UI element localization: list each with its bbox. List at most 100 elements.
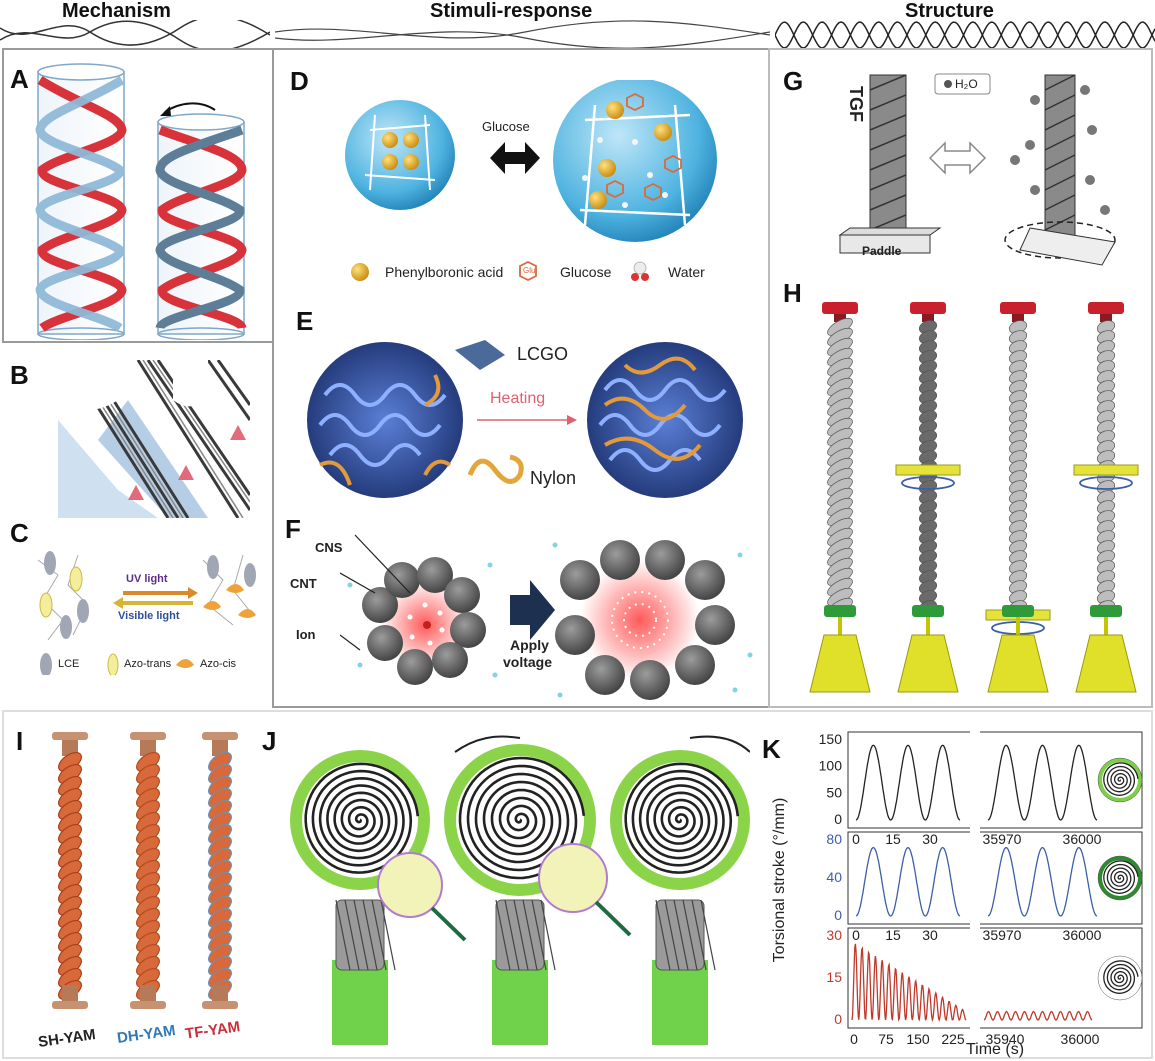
rotation-indicator: [901, 476, 955, 490]
cnt-label: CNT: [290, 576, 317, 591]
yarn-core-strand: [540, 899, 556, 971]
x-tick-label: 0: [852, 831, 860, 847]
x-tick-label: 35970: [983, 831, 1022, 847]
yarn-core-strand: [371, 899, 387, 971]
actuator-top-clamp: [1000, 302, 1036, 314]
yarn-core-strand: [362, 899, 378, 971]
glucose-arrow-label: Glucose: [482, 119, 530, 134]
yellow-paddle: [1073, 464, 1139, 476]
x-tick-label: 35970: [983, 927, 1022, 943]
actuator-base: [987, 634, 1049, 693]
yarn-core-strand: [335, 899, 351, 971]
apply-voltage-label-1: Apply: [510, 637, 549, 653]
x-tick-label: 36000: [1063, 831, 1102, 847]
tgf-label: TGF: [846, 86, 866, 122]
lce-network-right: [202, 554, 256, 626]
actuator-clamp-neck: [1012, 314, 1024, 322]
panel-letter-k: K: [762, 734, 781, 764]
panel-letter-b: B: [10, 360, 29, 390]
yarn-core-strand: [380, 899, 396, 971]
lcgo-sphere-after: [587, 342, 743, 498]
hydrogel-small: [345, 100, 455, 210]
lce-label: LCE: [58, 658, 80, 670]
yarn-top-cap: [52, 732, 88, 740]
paddle-label: Paddle: [862, 244, 902, 258]
lcgo-flake-icon: [455, 340, 505, 370]
y-tick-label: 40: [826, 869, 842, 885]
uv-light-label: UV light: [126, 573, 168, 585]
panel-letter-c: C: [10, 518, 29, 548]
x-tick-label: 36000: [1063, 927, 1102, 943]
header-stimuli-response: Stimuli-response: [430, 0, 593, 22]
azo-cis-label: Azo-cis: [200, 658, 237, 670]
yarn-core-strand: [664, 899, 680, 971]
panel-i-yarns: [52, 732, 238, 1009]
yarn-core-strand: [522, 899, 538, 971]
magnifier-lens-left: [377, 852, 443, 918]
cnt-bundle-small: [362, 557, 486, 685]
actuator-base: [809, 634, 871, 693]
panel-letter-j: J: [262, 726, 277, 756]
hydrogel-large: [553, 80, 717, 242]
magnifier-lens-center: [538, 843, 608, 913]
rope-strip-right: [775, 21, 1155, 49]
x-tick-label: 0: [852, 927, 860, 943]
axis-break-gap: [970, 830, 980, 926]
spiral-inset: [1103, 762, 1139, 796]
x-axis-label: Time (s): [966, 1041, 1024, 1058]
panel-letter-a: A: [10, 64, 29, 94]
y-axis-label: Torsional stroke (°/mm): [771, 798, 788, 963]
yarn-core-strand: [495, 899, 511, 971]
yarn-bottom-neck: [62, 985, 78, 1001]
panel-j-spirals: [290, 735, 750, 1045]
actuator-bottom-clamp: [1090, 605, 1122, 617]
rope-strip-middle: [275, 20, 770, 49]
swelling-double-arrow: [490, 142, 540, 174]
green-sheath: [652, 960, 708, 1045]
x-tick-label: 150: [906, 1031, 930, 1047]
data-series-line: [855, 846, 961, 917]
yarn-core-strand: [673, 899, 689, 971]
data-series-line: [855, 744, 961, 821]
actuator-top-clamp: [910, 302, 946, 314]
x-tick-label: 75: [878, 1031, 894, 1047]
y-tick-label: 0: [834, 811, 842, 827]
data-series-line: [987, 744, 1098, 821]
rotation-arrow: [164, 102, 216, 113]
apply-voltage-label-2: voltage: [503, 654, 553, 670]
yarn-top-cap: [130, 732, 166, 740]
rotation-indicator: [1079, 476, 1133, 490]
yarn-bottom-cap: [130, 1001, 166, 1009]
tgf-fiber-dry: [838, 74, 942, 254]
y-tick-label: 30: [826, 927, 842, 943]
y-tick-label: 150: [819, 731, 843, 747]
lcgo-label: LCGO: [517, 344, 569, 364]
actuator-clamp-neck: [922, 314, 934, 322]
panel-letter-d: D: [290, 66, 309, 96]
helix-cylinder-right: [155, 113, 247, 340]
lcgo-sphere-before: [307, 342, 463, 498]
x-tick-label: 225: [941, 1031, 965, 1047]
actuator-clamp-neck: [834, 314, 846, 322]
axis-break-gap: [970, 926, 980, 1030]
yarn-core-strand: [691, 899, 707, 971]
nylon-label: Nylon: [530, 468, 577, 488]
y-tick-label: 15: [826, 969, 842, 985]
actuator-bottom-clamp: [824, 605, 856, 617]
panel-letter-g: G: [783, 66, 804, 96]
actuator-base: [1075, 634, 1137, 693]
tgf-fiber-wet: [1004, 74, 1116, 266]
yarn-core-strand: [513, 899, 529, 971]
rotation-arrow-left: [454, 735, 521, 753]
y-tick-label: 100: [819, 758, 843, 774]
spiral-coil: [458, 756, 586, 880]
yarn-bottom-cap: [202, 1001, 238, 1009]
lce-network-left: [37, 551, 89, 641]
phenylboronic-acid-label: Phenylboronic acid: [385, 264, 504, 280]
data-series-line: [987, 846, 1098, 917]
azo-trans-label: Azo-trans: [124, 658, 172, 670]
panel-d-hydrogel: [345, 80, 717, 282]
yarn-core-strand: [353, 899, 369, 971]
panel-letter-f: F: [285, 514, 301, 544]
